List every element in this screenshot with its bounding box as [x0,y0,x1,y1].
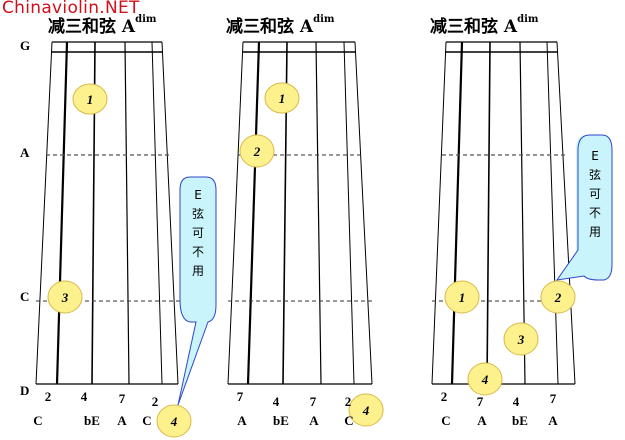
string-g [450,41,464,385]
callout-char: 弦 [588,168,601,182]
diagram-2-finger-4: 4 [348,393,384,427]
diagram-1-finger-3: 3 [47,280,83,314]
diagram-3-callout-text: E 弦 可 不 用 [585,147,605,242]
diagram-1-finger-4: 4 [156,404,192,438]
diagram-3-finger-1: 1 [444,280,480,314]
note-name: C [142,413,152,428]
diagram-1-callout-text: E 弦 可 不 用 [188,186,208,281]
note-name: A [117,413,127,428]
finger-number: 3 [61,290,69,305]
degree: 2 [44,389,52,404]
callout-char: 用 [588,225,601,239]
diagram-3-finger-3: 3 [503,322,539,356]
note-name: A [477,413,487,428]
row-label-g: G [20,38,31,53]
callout-char: E [194,188,202,202]
finger-number: 1 [279,91,286,106]
string-d [486,41,491,385]
finger-number: 2 [253,144,261,159]
string-a [124,41,130,385]
note-name: bE [84,413,100,428]
finger-number: 1 [459,290,466,305]
note-name: bE [273,413,289,428]
title-text: 减三和弦 [226,17,294,37]
watermark: Chinaviolin.NET [2,0,140,18]
callout-char: E [591,149,599,163]
degree: 7 [549,391,557,406]
note-name: C [441,413,451,428]
callout-char: 弦 [191,207,204,221]
note-name: C [33,413,43,428]
diagram-3-callout [555,134,613,281]
chord-name: A [121,17,136,37]
degree: 2 [344,394,352,409]
degree: 2 [440,389,448,404]
callout-char: 用 [191,264,204,278]
diagram-2-finger-1: 1 [264,82,300,114]
diagram-2-finger-2: 2 [239,134,275,168]
note-name: C [344,413,354,428]
string-g [246,41,261,385]
degree: 7 [476,394,484,409]
fingerboard-1 [35,41,180,385]
note-name: A [309,413,319,428]
finger-number: 1 [87,92,94,107]
callout-char: 不 [191,245,204,259]
diagram-1-title: 减三和弦 Adim [48,12,157,37]
chord-suffix: dim [517,14,539,26]
fingerboard-3 [431,41,576,385]
chord-suffix: dim [313,14,335,26]
row-label-c: C [20,289,30,304]
title-text: 减三和弦 [430,17,498,37]
finger-number: 4 [170,414,178,429]
finger-number: 3 [517,332,525,347]
string-e [151,41,163,385]
string-g [55,41,69,385]
chord-suffix: dim [135,14,157,26]
string-e [343,41,355,385]
degree: 7 [236,389,244,404]
degree: 2 [151,394,159,409]
chord-name: A [299,17,314,37]
string-e [546,41,559,385]
callout-char: 可 [191,226,204,240]
diagram-3-finger-2: 2 [540,280,576,314]
diagram-3-title: 减三和弦 Adim [430,12,539,37]
diagram-2-title: 减三和弦 Adim [226,12,335,37]
diagram-1-callout [177,176,217,406]
note-name: A [548,413,558,428]
degree: 7 [309,394,317,409]
degree: 4 [512,394,520,409]
finger-number: 2 [554,290,562,305]
finger-number: 4 [481,372,489,387]
callout-char: 可 [588,187,601,201]
note-name: bE [512,413,528,428]
fingerboard-2 [227,41,373,385]
string-a [315,41,322,385]
note-name: A [237,413,247,428]
diagram-1-finger-1: 1 [72,83,108,115]
degree: 7 [118,391,126,406]
degree: 4 [80,389,88,404]
row-label-d: D [20,383,30,398]
diagram-3-finger-4: 4 [467,362,503,396]
degree: 4 [272,394,280,409]
row-label-a: A [20,145,30,160]
chord-name: A [503,17,518,37]
finger-number: 4 [362,403,370,418]
title-text: 减三和弦 [48,17,116,37]
callout-char: 不 [588,206,601,220]
